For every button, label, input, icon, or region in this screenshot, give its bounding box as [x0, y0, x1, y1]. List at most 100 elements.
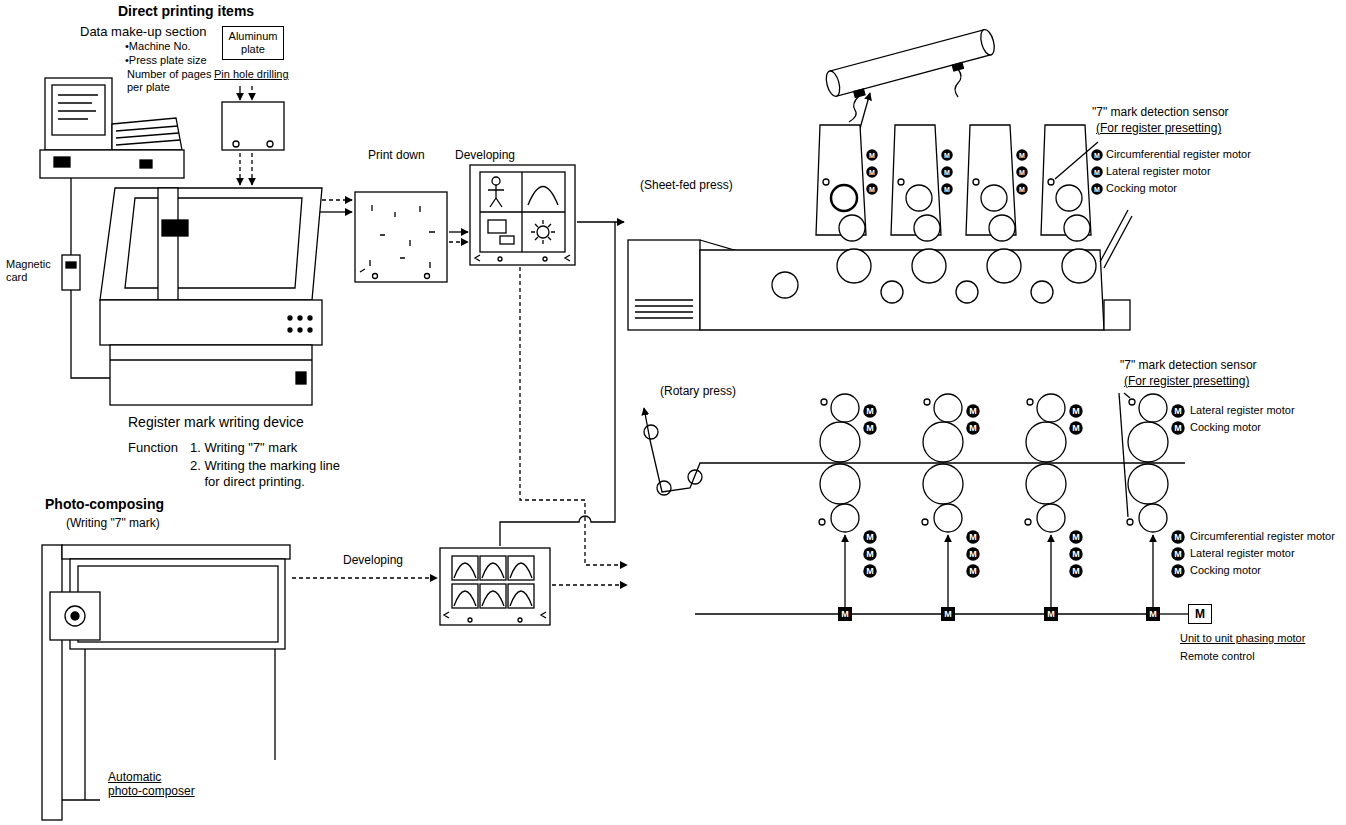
motor-circle-fill — [1069, 421, 1082, 434]
motor-circle-fill — [941, 149, 953, 161]
rotary-press — [1129, 399, 1135, 405]
data-item: •Machine No. — [125, 40, 191, 53]
motor-symbol: M — [863, 404, 877, 418]
sheet-fed-press — [824, 28, 998, 103]
rotary-press — [1128, 464, 1168, 504]
node-text: M — [1047, 610, 1055, 619]
motor-symbol: M — [863, 421, 877, 435]
node-text: M — [1174, 567, 1182, 576]
motor-symbol: M — [1171, 564, 1185, 578]
motor-circle-fill — [1171, 421, 1184, 434]
printing-plate — [531, 220, 555, 244]
node-text: M — [944, 152, 950, 159]
node-text: M — [969, 533, 977, 542]
part-label: Magnetic card — [6, 258, 60, 284]
printing-plate — [449, 241, 468, 242]
drive-shaft — [695, 613, 838, 614]
node-text: M — [1019, 152, 1025, 159]
printing-plate — [552, 584, 627, 585]
photo-composer — [62, 545, 290, 559]
shaft-motor-box: M — [941, 607, 955, 621]
motor-symbol: M — [863, 530, 877, 544]
register-mark-writer — [100, 188, 322, 300]
printing-plate — [500, 222, 615, 546]
sheet-fed-press — [839, 215, 865, 241]
node-text: M — [869, 186, 875, 193]
rotary-press — [1026, 464, 1066, 504]
printing-plate — [468, 618, 472, 622]
motor-circle-fill — [1171, 530, 1184, 543]
rotary-press — [644, 393, 1185, 614]
section-heading: Direct printing items — [118, 3, 254, 20]
register-mark-writer — [288, 328, 292, 332]
pin-hole-plate — [222, 102, 284, 150]
node-text: M — [866, 550, 874, 559]
motor-circle-fill — [1091, 149, 1103, 161]
printing-plate — [518, 618, 522, 622]
rotary-press — [1127, 519, 1133, 525]
rotary-press — [1037, 394, 1065, 422]
motor-symbol: M — [1069, 421, 1083, 435]
motor-symbol: M — [941, 166, 953, 178]
motor-circle-fill — [1091, 183, 1103, 195]
node-text: M — [944, 169, 950, 176]
sheet-fed-press — [912, 249, 946, 283]
motor-circle-fill — [863, 547, 876, 560]
motor-circle-fill — [1069, 564, 1082, 577]
sheet-fed-press — [1031, 281, 1053, 303]
motor-symbol: M — [1091, 149, 1103, 161]
rotary-press — [1139, 504, 1167, 532]
rotary-press — [831, 394, 859, 422]
motor-symbol: M — [966, 547, 980, 561]
node-text: M — [866, 407, 874, 416]
photo-composer — [70, 559, 285, 649]
node-text: M — [1072, 567, 1080, 576]
sheet-fed-press — [981, 185, 1007, 211]
motor-circle-fill — [863, 421, 876, 434]
motor-symbol: M — [1171, 404, 1185, 418]
motor-symbol: M — [966, 421, 980, 435]
function-item: 2. Writing the marking line for direct p… — [190, 458, 355, 489]
printing-plate — [480, 172, 565, 252]
register-mark-writer — [125, 198, 302, 288]
motor-label: Cocking motor — [1106, 182, 1177, 195]
motor-circle-fill — [1016, 166, 1028, 178]
printing-plate — [498, 257, 502, 261]
motor-circle-fill — [1016, 149, 1028, 161]
photo-composer — [292, 577, 437, 578]
motor-symbol: M — [1171, 547, 1185, 561]
sheet-fed-press — [1048, 179, 1054, 185]
printing-plate — [449, 231, 468, 232]
rotary-press — [821, 399, 827, 405]
printing-plate — [454, 563, 532, 606]
motor-symbol: M — [1016, 149, 1028, 161]
step-label: Print down — [368, 148, 425, 162]
motor-circle-fill — [1069, 530, 1082, 543]
printing-plate — [500, 236, 514, 244]
rotary-press — [1050, 535, 1051, 607]
motor-circle-fill — [863, 530, 876, 543]
printing-plate — [492, 177, 500, 185]
photo-composer — [78, 566, 278, 642]
motor-circle-fill — [866, 149, 878, 161]
rotary-press — [922, 519, 928, 525]
motor-symbol: M — [941, 149, 953, 161]
printing-plate — [355, 192, 447, 282]
motor-symbol: M — [863, 564, 877, 578]
motor-label: Lateral register motor — [1190, 547, 1295, 560]
printing-plate — [475, 255, 570, 261]
sheet-fed-press — [1062, 249, 1096, 283]
node-text: M — [869, 169, 875, 176]
rotary-press — [1152, 535, 1153, 607]
shaft-connector — [1058, 613, 1146, 614]
step-label: Developing — [455, 148, 515, 162]
motor-symbol: M — [1091, 166, 1103, 178]
motor-circle-fill — [866, 183, 878, 195]
motor-circle-fill — [863, 564, 876, 577]
node-text: M — [1094, 152, 1100, 159]
rotary-press — [820, 464, 860, 504]
node-text: M — [1072, 424, 1080, 433]
node-text: M — [944, 186, 950, 193]
device-label: Automatic photo-composer — [108, 770, 197, 799]
